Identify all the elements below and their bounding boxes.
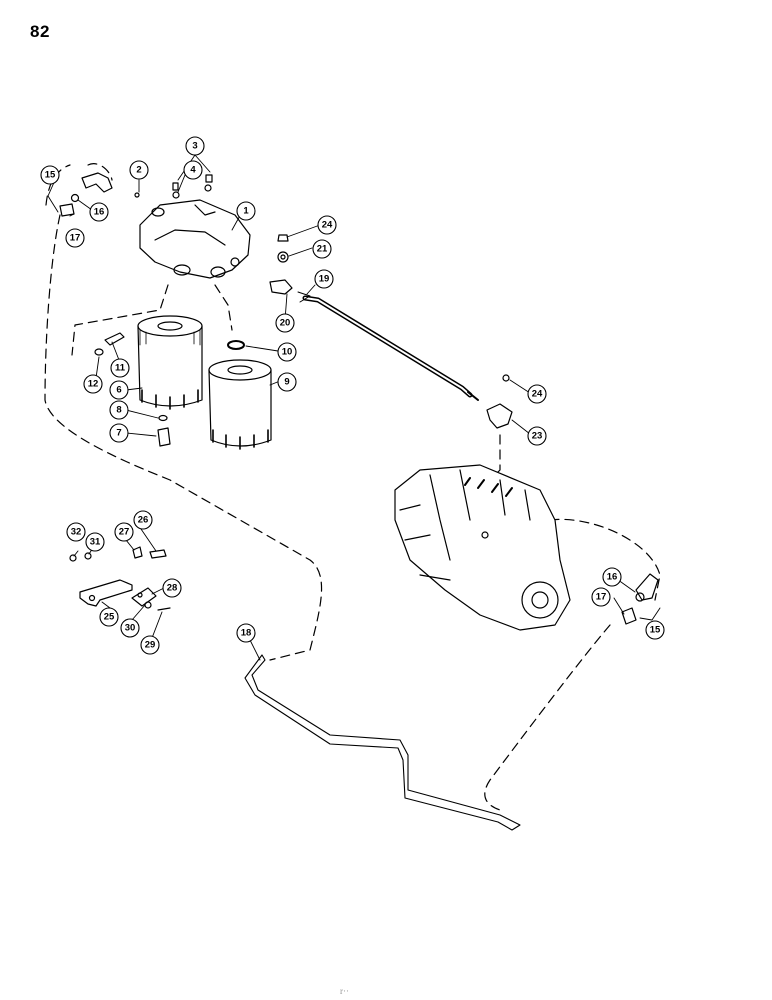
- callout-31: 31: [85, 532, 105, 552]
- o-ring-10: [227, 340, 245, 350]
- callout-15-left: 15: [40, 165, 60, 185]
- injection-pump: [394, 464, 571, 631]
- svg-text:17: 17: [70, 233, 81, 244]
- svg-text:8: 8: [116, 405, 121, 416]
- svg-text:2: 2: [136, 165, 141, 176]
- svg-text:16: 16: [94, 207, 105, 218]
- svg-text:1: 1: [243, 206, 249, 217]
- footer-mark: r··: [340, 986, 349, 996]
- callout-23: 23: [527, 426, 547, 446]
- callout-28: 28: [162, 578, 182, 598]
- callout-balloons: 1 2 3 4 6 7 8 9 10 11 12 15 16 17 18 19 …: [40, 136, 665, 655]
- group-bracket-15-right: [639, 607, 661, 621]
- svg-text:30: 30: [125, 623, 136, 634]
- callout-27: 27: [114, 522, 134, 542]
- svg-text:3: 3: [192, 141, 197, 152]
- svg-text:9: 9: [284, 377, 289, 388]
- callout-29: 29: [140, 635, 160, 655]
- svg-text:25: 25: [104, 612, 115, 623]
- group-bracket-15-left: [47, 177, 59, 213]
- svg-text:31: 31: [90, 537, 101, 548]
- svg-text:27: 27: [119, 527, 130, 538]
- page-number: 82: [30, 22, 50, 41]
- fittings-cluster: [59, 172, 513, 447]
- svg-text:17: 17: [596, 592, 607, 603]
- svg-text:4: 4: [190, 165, 196, 176]
- callout-21: 21: [312, 239, 332, 259]
- callout-16-left: 16: [89, 202, 109, 222]
- callout-1: 1: [236, 201, 256, 221]
- svg-text:21: 21: [317, 244, 328, 255]
- callout-17-left: 17: [65, 228, 85, 248]
- svg-text:28: 28: [167, 583, 178, 594]
- svg-text:24: 24: [322, 220, 333, 231]
- callout-12: 12: [83, 374, 103, 394]
- callout-8: 8: [109, 400, 129, 420]
- fuel-line-tube: [244, 654, 521, 831]
- svg-text:7: 7: [116, 428, 121, 439]
- callout-18: 18: [236, 623, 256, 643]
- filter-element-6: [137, 315, 203, 410]
- svg-text:15: 15: [650, 625, 661, 636]
- callout-30: 30: [120, 618, 140, 638]
- svg-text:32: 32: [71, 527, 82, 538]
- callout-2: 2: [129, 160, 149, 180]
- callout-9: 9: [277, 372, 297, 392]
- svg-text:18: 18: [241, 628, 252, 639]
- callout-19: 19: [314, 269, 334, 289]
- svg-text:11: 11: [115, 363, 126, 374]
- svg-text:20: 20: [280, 318, 291, 329]
- filter-element-9: [208, 359, 272, 450]
- callout-3: 3: [185, 136, 205, 156]
- callout-20: 20: [275, 313, 295, 333]
- fuel-hose: [297, 291, 479, 401]
- pump-elbow-fittings: [621, 573, 659, 625]
- svg-text:15: 15: [45, 170, 56, 181]
- callout-16-right: 16: [602, 567, 622, 587]
- callout-6: 6: [109, 380, 129, 400]
- callout-26: 26: [133, 510, 153, 530]
- callout-24-right: 24: [527, 384, 547, 404]
- svg-text:29: 29: [145, 640, 156, 651]
- callout-4: 4: [183, 160, 203, 180]
- svg-text:24: 24: [532, 389, 543, 400]
- callout-17-right: 17: [591, 587, 611, 607]
- svg-text:6: 6: [116, 385, 121, 396]
- svg-text:12: 12: [88, 379, 99, 390]
- svg-text:16: 16: [607, 572, 618, 583]
- mounting-bracket: [69, 546, 171, 611]
- callout-10: 10: [277, 342, 297, 362]
- callout-7: 7: [109, 423, 129, 443]
- callout-25: 25: [99, 607, 119, 627]
- svg-text:10: 10: [282, 347, 293, 358]
- callout-32: 32: [66, 522, 86, 542]
- callout-15-right: 15: [645, 620, 665, 640]
- filter-head: [139, 199, 251, 279]
- callout-24-top: 24: [317, 215, 337, 235]
- callout-11: 11: [110, 358, 130, 378]
- svg-text:23: 23: [532, 431, 543, 442]
- svg-text:26: 26: [138, 515, 149, 526]
- dashed-routing-lines: [44, 163, 661, 811]
- svg-text:19: 19: [319, 274, 330, 285]
